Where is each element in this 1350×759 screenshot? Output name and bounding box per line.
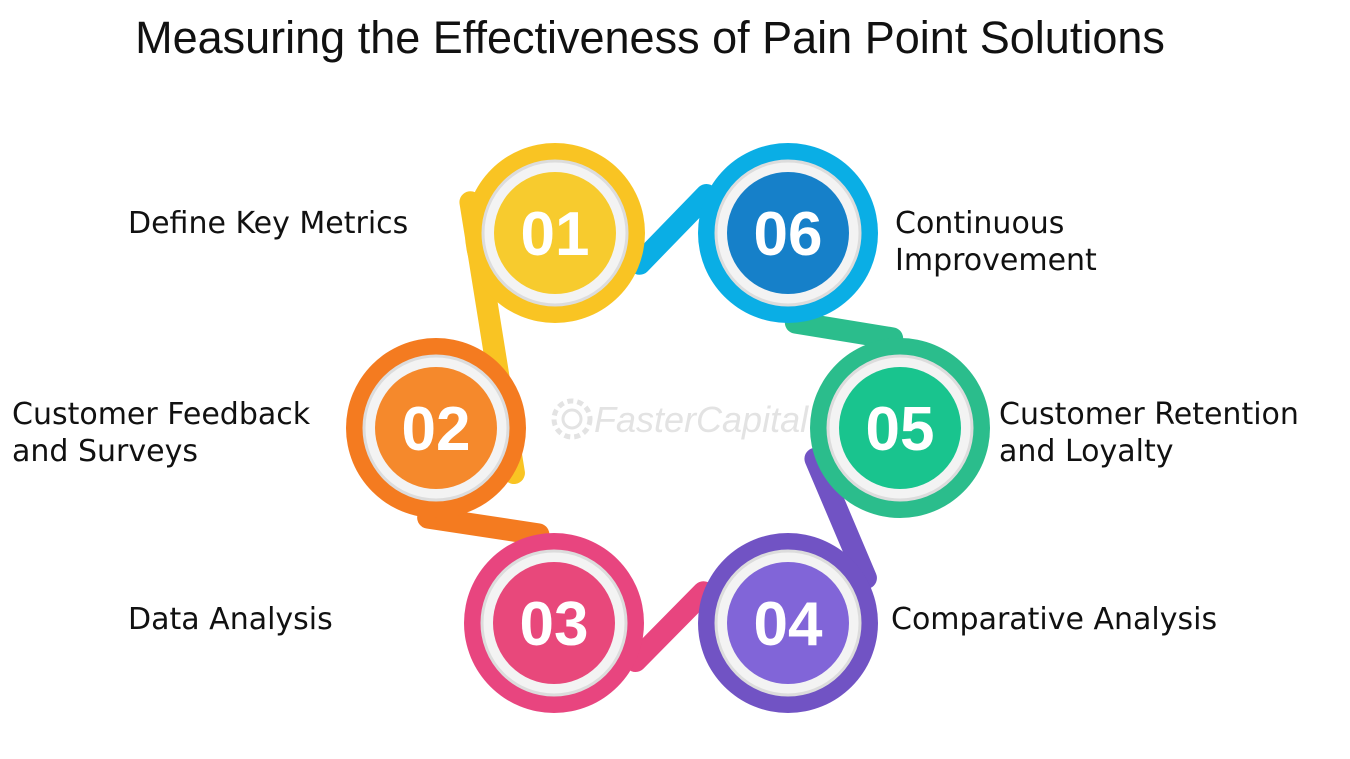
step-inner-disc <box>727 562 849 684</box>
step-inner-disc <box>727 172 849 294</box>
step-label-line: Define Key Metrics <box>128 206 409 241</box>
step-label-line: Customer Feedback <box>12 397 311 432</box>
step-node-05: 05 <box>810 338 990 518</box>
step-node-06: 06 <box>698 143 878 323</box>
step-label-04: Comparative Analysis <box>891 601 1217 638</box>
step-inner-disc <box>494 172 616 294</box>
step-label-line: Continuous <box>895 206 1065 241</box>
connector-band-4 <box>804 447 877 589</box>
watermark-logo: FasterCapital <box>551 398 809 440</box>
step-label-line: Customer Retention <box>999 397 1299 432</box>
step-label-line: Data Analysis <box>128 602 333 637</box>
step-number: 03 <box>520 590 589 659</box>
step-inner-disc <box>839 367 961 489</box>
step-inner-disc <box>493 562 615 684</box>
watermark-text: FasterCapital <box>594 399 809 440</box>
step-node-01: 01 <box>465 143 645 323</box>
step-number: 02 <box>402 395 471 464</box>
step-label-line: Comparative Analysis <box>891 602 1218 637</box>
step-label-line: Improvement <box>895 243 1097 278</box>
step-node-03: 03 <box>464 533 644 713</box>
step-number: 04 <box>754 590 823 659</box>
page-title: Measuring the Effectiveness of Pain Poin… <box>135 12 1165 63</box>
connector-band-6 <box>628 183 718 275</box>
step-number: 06 <box>754 200 823 269</box>
connector-band-5 <box>784 311 904 350</box>
step-inner-disc <box>375 367 497 489</box>
step-number: 05 <box>866 395 935 464</box>
step-label-line: and Surveys <box>12 434 198 469</box>
step-number: 01 <box>521 200 590 269</box>
step-node-02: 02 <box>346 338 526 518</box>
step-node-04: 04 <box>698 533 878 713</box>
connector-band-3 <box>624 581 715 673</box>
step-label-03: Data Analysis <box>128 601 333 638</box>
step-label-line: and Loyalty <box>999 434 1174 469</box>
step-label-01: Define Key Metrics <box>128 205 408 242</box>
gear-icon <box>551 398 593 440</box>
connector-band-2 <box>417 506 550 546</box>
